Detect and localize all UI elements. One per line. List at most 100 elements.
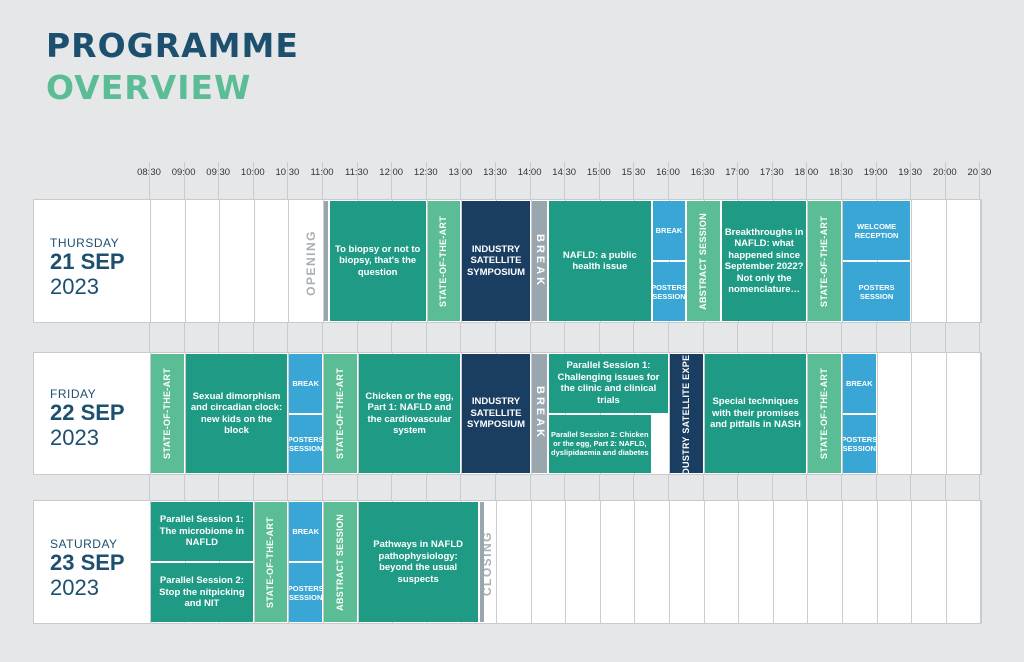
session-block[interactable]: Parallel Session 1: The microbiome in NA… — [151, 502, 253, 561]
gap-gridline — [979, 323, 981, 352]
session-block[interactable]: Chicken or the egg, Part 1: NAFLD and th… — [358, 354, 461, 473]
session-block[interactable]: Breakthroughs in NAFLD: what happened si… — [721, 201, 807, 321]
row-gridline — [876, 501, 878, 623]
day-date: 22 SEP — [50, 400, 125, 425]
session-block[interactable]: POSTERS SESSION — [289, 563, 322, 622]
session-block[interactable]: Parallel Session 2: Chicken or the egg, … — [548, 414, 651, 473]
gap-gridline — [737, 323, 739, 352]
session-block[interactable]: BREAK — [843, 354, 876, 413]
session-title: ABSTRACT SESSION — [334, 513, 345, 611]
row-gridline — [219, 501, 221, 623]
session-title: POSTERS SESSION — [843, 434, 876, 453]
gap-gridline — [598, 162, 600, 199]
day-date: 23 SEP — [50, 550, 125, 575]
gap-gridline — [218, 162, 220, 199]
row-gridline — [669, 200, 670, 322]
gap-gridline — [633, 162, 635, 199]
row-gridline — [945, 501, 947, 623]
row-gridline — [323, 353, 324, 474]
session-title: WELCOME RECEPTION — [854, 221, 899, 240]
gap-gridline — [702, 475, 704, 500]
session-block[interactable]: ABSTRACT SESSION — [687, 201, 720, 321]
session-title: POSTERS SESSION — [289, 583, 322, 602]
gap-gridline — [356, 475, 358, 500]
gap-gridline — [460, 323, 462, 352]
gap-gridline — [668, 475, 669, 500]
day-marker-opening: OPENING — [303, 230, 318, 296]
row-gridline — [357, 353, 359, 474]
session-block[interactable]: BREAK — [531, 201, 547, 321]
gap-gridline — [252, 323, 254, 352]
row-gridline — [184, 501, 186, 623]
session-block[interactable]: BREAK — [531, 354, 547, 473]
row-gridline — [980, 501, 982, 623]
session-block[interactable]: STATE-OF-THE-ART — [427, 201, 461, 321]
session-block[interactable]: STATE-OF-THE-ART — [808, 354, 841, 473]
gap-gridline — [668, 162, 669, 199]
session-block[interactable]: POSTERS SESSION — [843, 262, 911, 321]
session-title: BREAK — [534, 233, 546, 289]
row-gridline — [357, 501, 359, 623]
session-title: STATE-OF-THE-ART — [818, 215, 829, 307]
session-block[interactable]: STATE-OF-THE-ART — [324, 354, 357, 473]
row-gridline — [703, 501, 705, 623]
session-title: Sexual dimorphism and circadian clock: n… — [190, 390, 283, 437]
session-block[interactable]: STATE-OF-THE-ART — [151, 354, 184, 473]
gap-gridline — [737, 162, 739, 199]
gap-gridline — [149, 475, 150, 500]
row-gridline — [876, 353, 878, 474]
gap-gridline — [875, 323, 877, 352]
session-block[interactable]: STATE-OF-THE-ART — [254, 502, 288, 622]
session-block[interactable]: ABSTRACT SESSION — [324, 502, 357, 622]
gap-gridline — [287, 323, 289, 352]
row-gridline — [150, 501, 151, 623]
gap-gridline — [391, 162, 393, 199]
gap-gridline — [771, 475, 773, 500]
gap-gridline — [356, 323, 358, 352]
session-title: BREAK — [655, 226, 683, 235]
session-block[interactable]: POSTERS SESSION — [843, 414, 876, 473]
gap-gridline — [944, 475, 946, 500]
session-block[interactable]: Parallel Session 2: Stop the nitpicking … — [151, 563, 253, 622]
session-block[interactable]: BREAK — [289, 502, 322, 561]
session-block[interactable]: BREAK — [652, 201, 686, 260]
row-gridline — [634, 501, 636, 623]
session-block[interactable]: INDUSTRY SATELLITE SYMPOSIUM — [462, 201, 530, 321]
gap-gridline — [252, 475, 254, 500]
session-block[interactable]: WELCOME RECEPTION — [843, 201, 911, 260]
session-block[interactable]: POSTERS SESSION — [652, 262, 686, 321]
gap-gridline — [287, 475, 289, 500]
session-title: To biopsy or not to biopsy, that's the q… — [335, 243, 421, 278]
session-block[interactable]: BREAK — [289, 354, 322, 413]
row-gridline — [911, 501, 913, 623]
row-gridline — [530, 501, 532, 623]
session-block[interactable]: Pathways in NAFLD pathophysiology: beyon… — [358, 502, 478, 622]
row-gridline — [288, 501, 290, 623]
row-gridline — [184, 200, 186, 322]
session-block[interactable]: POSTERS SESSION — [289, 414, 322, 473]
session-block[interactable]: To biopsy or not to biopsy, that's the q… — [329, 201, 426, 321]
session-block[interactable] — [479, 502, 484, 622]
session-block[interactable]: STATE-OF-THE-ART — [808, 201, 841, 321]
session-block[interactable]: INDUSTRY SATELLITE SYMPOSIUM — [462, 354, 530, 473]
session-block[interactable]: Special techniques with their promises a… — [704, 354, 807, 473]
row-gridline — [530, 200, 532, 322]
session-block[interactable]: INDUSTRY SATELLITE EXPERT — [670, 354, 703, 473]
session-title: Breakthroughs in NAFLD: what happened si… — [724, 226, 804, 296]
gap-gridline — [944, 323, 946, 352]
gap-gridline — [806, 475, 808, 500]
gap-gridline — [841, 323, 842, 352]
session-block[interactable] — [324, 201, 328, 321]
row-gridline — [669, 353, 670, 474]
gap-gridline — [910, 475, 912, 500]
session-block[interactable]: Sexual dimorphism and circadian clock: n… — [185, 354, 288, 473]
session-block[interactable]: NAFLD: a public health issue — [548, 201, 651, 321]
session-block[interactable]: Parallel Session 1: Challenging issues f… — [548, 354, 668, 413]
gap-gridline — [425, 162, 427, 199]
day-date: 21 SEP — [50, 249, 125, 274]
session-title: NAFLD: a public health issue — [562, 249, 637, 273]
row-gridline — [530, 353, 532, 474]
